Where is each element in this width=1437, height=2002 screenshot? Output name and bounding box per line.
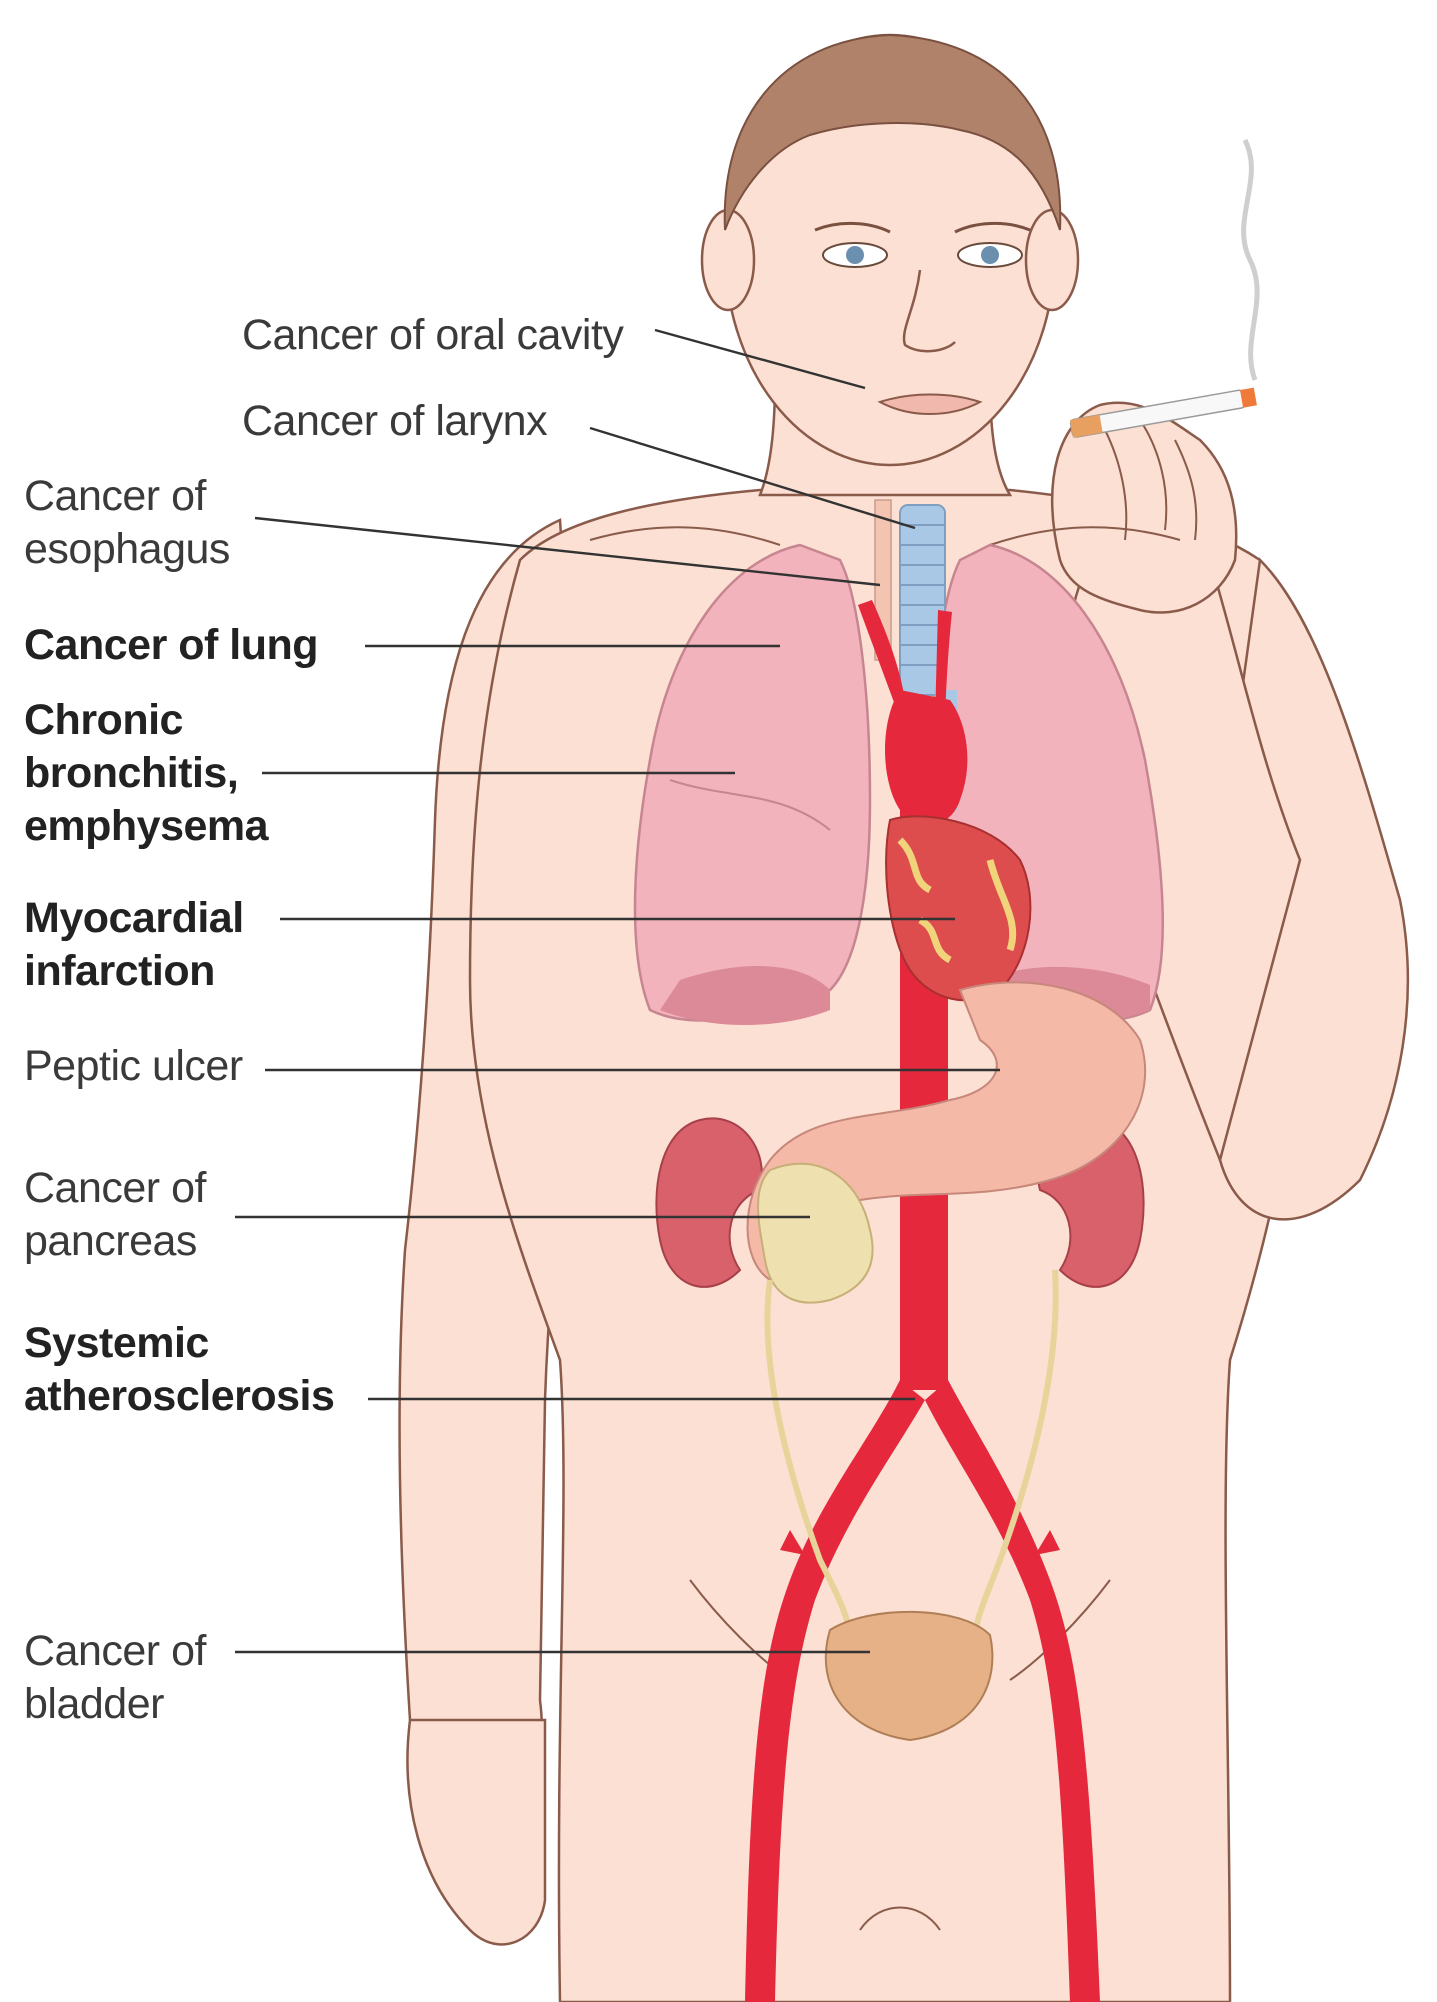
label-bronchitis: Chronic bronchitis, emphysema xyxy=(24,694,268,853)
label-atherosclerosis: Systemic atherosclerosis xyxy=(24,1317,334,1423)
label-peptic-ulcer: Peptic ulcer xyxy=(24,1040,243,1093)
label-myocardial: Myocardial infarction xyxy=(24,892,244,998)
cigarette-icon xyxy=(1070,140,1257,438)
label-bladder: Cancer of bladder xyxy=(24,1625,206,1731)
label-lung: Cancer of lung xyxy=(24,619,318,672)
label-esophagus: Cancer of esophagus xyxy=(24,470,230,576)
label-pancreas: Cancer of pancreas xyxy=(24,1162,206,1268)
label-oral-cavity: Cancer of oral cavity xyxy=(242,309,623,362)
label-larynx: Cancer of larynx xyxy=(242,395,547,448)
